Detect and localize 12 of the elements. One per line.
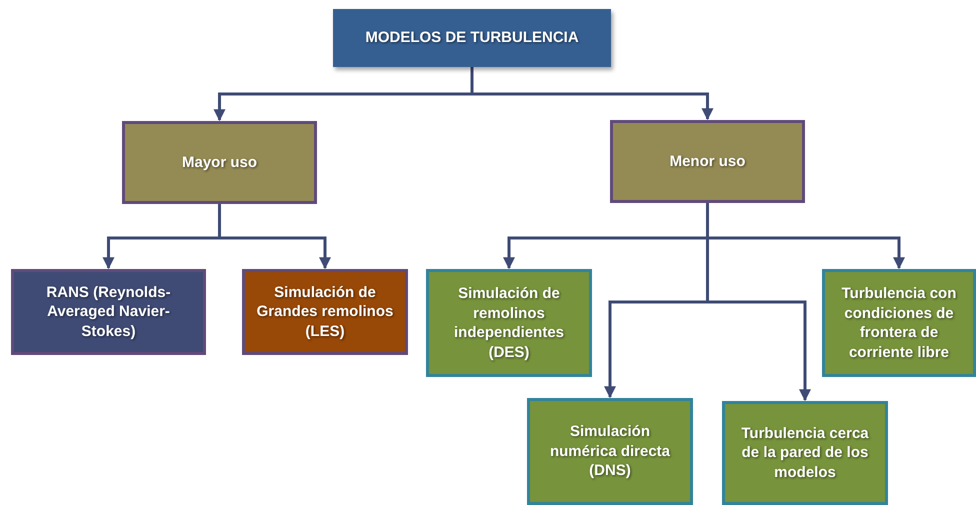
process-box: Simulación numérica directa (DNS): [527, 398, 693, 505]
arrow: [218, 204, 331, 270]
process-box: RANS (Reynolds-Averaged Navier-Stokes): [11, 269, 206, 355]
process-box: MODELOS DE TURBULENCIA: [333, 9, 611, 67]
process-box: Turbulencia cerca de la pared de los modelos: [722, 401, 888, 505]
process-box: Turbulencia con condiciones de frontera de corriente libre: [822, 269, 976, 377]
process-box: Mayor uso: [122, 121, 317, 204]
process-box: Menor uso: [610, 120, 805, 203]
process-box: Simulación de remolinos independientes (DES): [426, 269, 592, 377]
arrow: [470, 67, 714, 120]
process-box: Simulación de Grandes remolinos (LES): [242, 269, 408, 355]
arrow: [706, 203, 811, 402]
